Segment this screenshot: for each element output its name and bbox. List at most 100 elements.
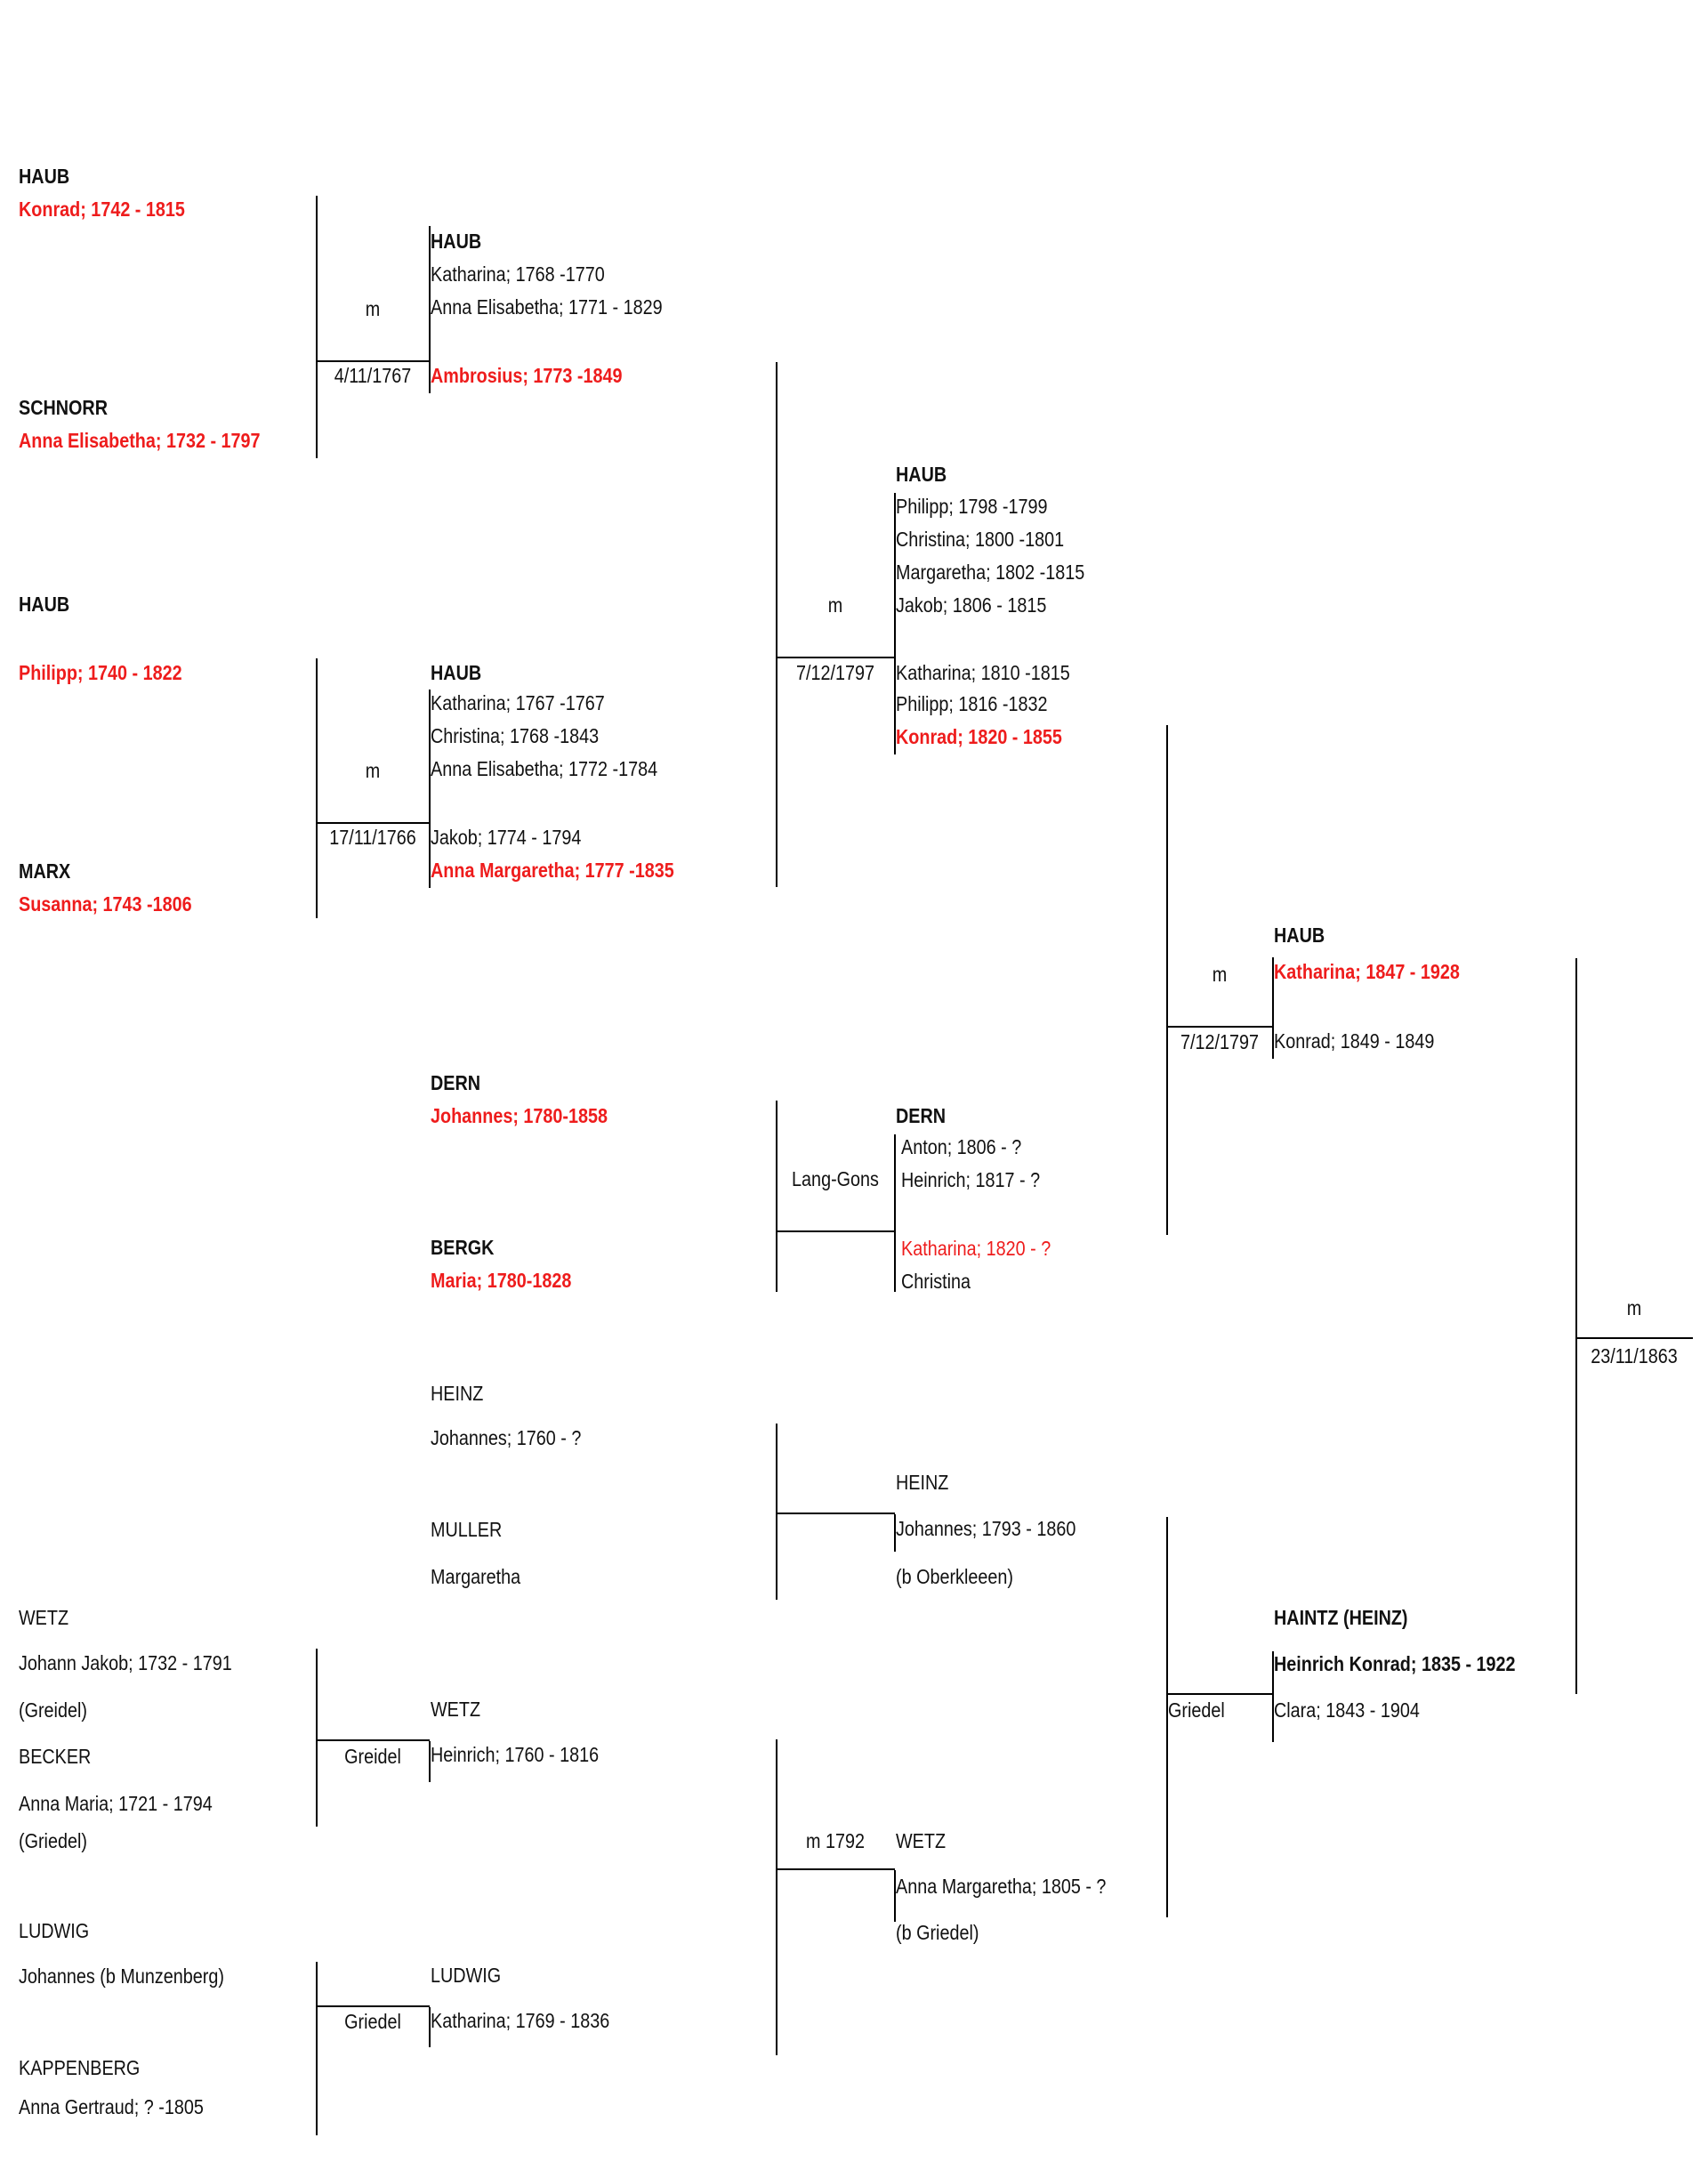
family-surname: HAUB <box>431 230 482 253</box>
marriage-bar <box>1166 1693 1273 1695</box>
family-surname: HAUB <box>431 661 482 684</box>
marriage-bracket <box>1166 725 1168 1235</box>
children-bracket <box>894 1134 896 1292</box>
child-name: Jakob; 1806 - 1815 <box>896 593 1047 617</box>
person-surname: LUDWIG <box>431 1964 502 1987</box>
marriage-bracket <box>316 1962 318 2135</box>
child-name: Anna Margaretha; 1777 -1835 <box>431 859 674 882</box>
child-name: Katharina; 1768 -1770 <box>431 262 605 286</box>
marriage-label: m <box>365 759 381 782</box>
person-name: Johann Jakob; 1732 - 1791 <box>19 1651 232 1674</box>
marriage-bracket <box>1166 1517 1168 1917</box>
marriage-bar <box>316 360 430 362</box>
marriage-date: 7/12/1797 <box>1180 1030 1259 1053</box>
marriage-label: Greidel <box>344 1745 401 1768</box>
person-surname: HAUB <box>19 593 70 616</box>
person-surname: HEINZ <box>431 1382 484 1405</box>
child-name: Katharina; 1810 -1815 <box>896 661 1070 684</box>
person-surname: KAPPENBERG <box>19 2056 141 2079</box>
marriage-bar <box>776 657 895 658</box>
children-bracket <box>429 2007 431 2047</box>
person-surname: MARX <box>19 859 71 883</box>
person-name: Anna Maria; 1721 - 1794 <box>19 1792 213 1815</box>
marriage-bracket <box>316 196 318 458</box>
family-surname: HAUB <box>896 463 947 486</box>
child-name: Christina <box>901 1270 971 1293</box>
children-bracket <box>894 1514 896 1552</box>
person-name: Margaretha <box>431 1565 521 1588</box>
family-surname: HAINTZ (HEINZ) <box>1274 1606 1408 1629</box>
child-name: Philipp; 1816 -1832 <box>896 692 1048 715</box>
person-surname: LUDWIG <box>19 1919 90 1942</box>
marriage-date: 7/12/1797 <box>795 661 874 684</box>
marriage-label: Griedel <box>344 2010 401 2033</box>
marriage-date: 23/11/1863 <box>1591 1344 1678 1367</box>
child-name: Katharina; 1847 - 1928 <box>1274 960 1460 983</box>
marriage-bar <box>776 1868 895 1870</box>
marriage-bar <box>1575 1337 1693 1339</box>
person-name: Anna Gertraud; ? -1805 <box>19 2095 204 2118</box>
child-name: Christina; 1800 -1801 <box>896 528 1065 551</box>
person-name: Konrad; 1742 - 1815 <box>19 198 185 221</box>
person-surname: HEINZ <box>896 1471 949 1494</box>
child-name: Heinrich; 1817 - ? <box>901 1168 1041 1191</box>
person-surname: BECKER <box>19 1745 92 1768</box>
person-surname: BERGK <box>431 1236 495 1259</box>
marriage-bar <box>316 822 430 824</box>
person-surname: WETZ <box>19 1606 69 1629</box>
children-bracket <box>894 1870 896 1922</box>
family-surname: DERN <box>896 1104 947 1127</box>
children-bracket <box>1272 957 1274 1059</box>
person-name: Johannes; 1760 - ? <box>431 1426 582 1449</box>
marriage-bracket <box>776 1424 777 1600</box>
children-bracket <box>1272 1651 1274 1742</box>
person-name: Johannes; 1793 - 1860 <box>896 1517 1076 1540</box>
person-surname: WETZ <box>431 1698 481 1721</box>
child-name: Clara; 1843 - 1904 <box>1274 1698 1420 1722</box>
marriage-label: m <box>1626 1296 1642 1319</box>
person-name: Heinrich; 1760 - 1816 <box>431 1743 600 1766</box>
person-place: (b Griedel) <box>896 1921 979 1944</box>
child-name: Katharina; 1820 - ? <box>901 1237 1051 1260</box>
marriage-bracket <box>776 1739 777 2055</box>
child-name: Margaretha; 1802 -1815 <box>896 561 1085 584</box>
child-name: Philipp; 1798 -1799 <box>896 495 1048 518</box>
person-surname: DERN <box>431 1071 481 1094</box>
person-name: Anna Margaretha; 1805 - ? <box>896 1875 1107 1898</box>
person-place: (Griedel) <box>19 1829 87 1852</box>
child-name: Konrad; 1820 - 1855 <box>896 725 1062 748</box>
marriage-label: Lang-Gons <box>792 1167 879 1190</box>
child-name: Jakob; 1774 - 1794 <box>431 826 582 849</box>
marriage-bar <box>776 1230 895 1232</box>
person-surname: HAUB <box>19 165 70 188</box>
child-name: Konrad; 1849 - 1849 <box>1274 1029 1435 1053</box>
person-surname: WETZ <box>896 1829 947 1852</box>
person-surname: SCHNORR <box>19 396 109 419</box>
person-name: Johannes (b Munzenberg) <box>19 1964 224 1988</box>
children-bracket <box>429 690 431 888</box>
marriage-label: m <box>1212 963 1228 986</box>
marriage-bracket <box>776 1101 777 1292</box>
person-name: Katharina; 1769 - 1836 <box>431 2009 610 2032</box>
marriage-label: m 1792 <box>806 1829 865 1852</box>
marriage-bar <box>776 1513 895 1514</box>
marriage-bracket <box>776 362 777 887</box>
person-place: (Greidel) <box>19 1698 87 1722</box>
child-name: Heinrich Konrad; 1835 - 1922 <box>1274 1652 1516 1675</box>
child-name: Anton; 1806 - ? <box>901 1135 1022 1158</box>
person-name: Susanna; 1743 -1806 <box>19 892 192 916</box>
marriage-bar <box>316 1739 430 1741</box>
children-bracket <box>894 493 896 754</box>
children-bracket <box>429 226 431 393</box>
marriage-label: m <box>365 297 381 320</box>
marriage-bracket <box>316 1649 318 1827</box>
marriage-date: 17/11/1766 <box>329 826 416 849</box>
person-surname: MULLER <box>431 1518 503 1541</box>
person-name: Johannes; 1780-1858 <box>431 1104 608 1127</box>
person-name: Anna Elisabetha; 1732 - 1797 <box>19 429 261 452</box>
marriage-bar <box>1166 1026 1273 1028</box>
marriage-bracket <box>1575 958 1577 1694</box>
person-place: (b Oberkleeen) <box>896 1565 1013 1588</box>
marriage-bracket <box>316 658 318 918</box>
